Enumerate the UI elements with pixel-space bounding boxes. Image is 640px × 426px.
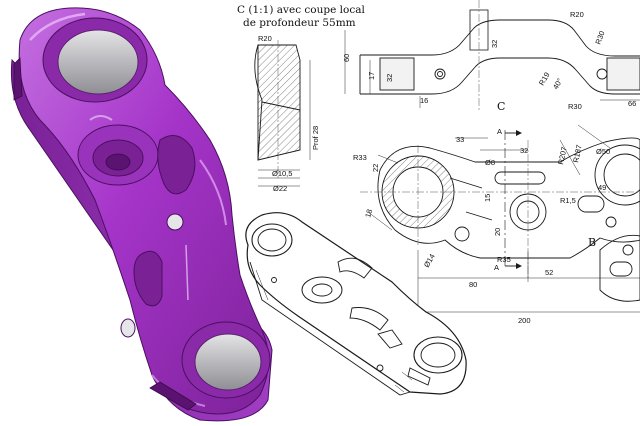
plan-dim-r187: R187: [571, 144, 584, 163]
elev-dim-66: 66: [628, 99, 636, 108]
section-dim-prof28: Prof 28: [311, 126, 320, 150]
section-dim-d22: Ø22: [273, 184, 287, 193]
elev-dim-17: 17: [367, 72, 376, 80]
detail-b-view: [599, 234, 640, 302]
plan-dim-32: 32: [520, 146, 528, 155]
elev-dim-r30b: R30: [568, 102, 582, 111]
detail-marker-b: B: [588, 236, 596, 249]
plan-dim-22: 22: [371, 164, 380, 172]
section-caption-line2: de profondeur 55mm: [243, 17, 356, 29]
section-profile-edge: [254, 44, 263, 161]
plan-outline: [377, 137, 640, 259]
plan-view: A A B 33 32 Ø8 R33 R207 R187 Ø50 22 18 1…: [353, 124, 640, 325]
section-marker-c: C: [497, 100, 505, 113]
plan-dim-20: 20: [493, 228, 502, 236]
section-view-c: C (1:1) avec coupe local de profondeur 5…: [237, 4, 365, 193]
elev-dim-32: 32: [490, 40, 499, 48]
plan-dim-52: 52: [545, 268, 553, 277]
plan-dim-r35: R35: [497, 255, 511, 264]
plan-dim-d8: Ø8: [485, 158, 495, 167]
plan-dim-d14: Ø14: [422, 252, 437, 269]
plan-dim-r33: R33: [353, 153, 367, 162]
elev-dim-16: 16: [420, 96, 428, 105]
elev-dim-r19: R19: [537, 71, 552, 87]
section-dim-r20: R20: [258, 34, 272, 43]
plan-dim-80: 80: [469, 280, 477, 289]
plan-dim-200: 200: [518, 316, 531, 325]
elev-dim-32b: 32: [385, 74, 394, 82]
plan-dim-r207: R207: [556, 146, 569, 165]
elev-dim-r30a: R30: [593, 30, 606, 46]
plan-dim-18: 18: [363, 208, 374, 218]
plan-dim-d50: Ø50: [596, 147, 610, 156]
elev-dim-r20: R20: [570, 10, 584, 19]
elev-dim-60: 60: [342, 54, 351, 62]
section-hatch: [257, 44, 301, 161]
plan-dim-33: 33: [456, 135, 464, 144]
section-line-a-top: A: [497, 127, 502, 136]
plan-dim-15: 15: [483, 194, 492, 202]
section-dim-d10: Ø10,5: [272, 169, 292, 178]
elev-dim-angle: 40°: [551, 77, 564, 91]
plan-dim-r15: R1,5: [560, 196, 576, 205]
section-line-a-bottom: A: [494, 263, 499, 272]
side-elevation-view: 60 17 32 32 16 R20 R30 R30 R19 40° 66 C: [342, 0, 640, 113]
section-caption-line1: C (1:1) avec coupe local: [237, 4, 365, 16]
wireframe-isometric-part: [245, 212, 467, 396]
plan-dim-49: 49: [598, 183, 606, 192]
purple-3d-render: [10, 7, 273, 422]
